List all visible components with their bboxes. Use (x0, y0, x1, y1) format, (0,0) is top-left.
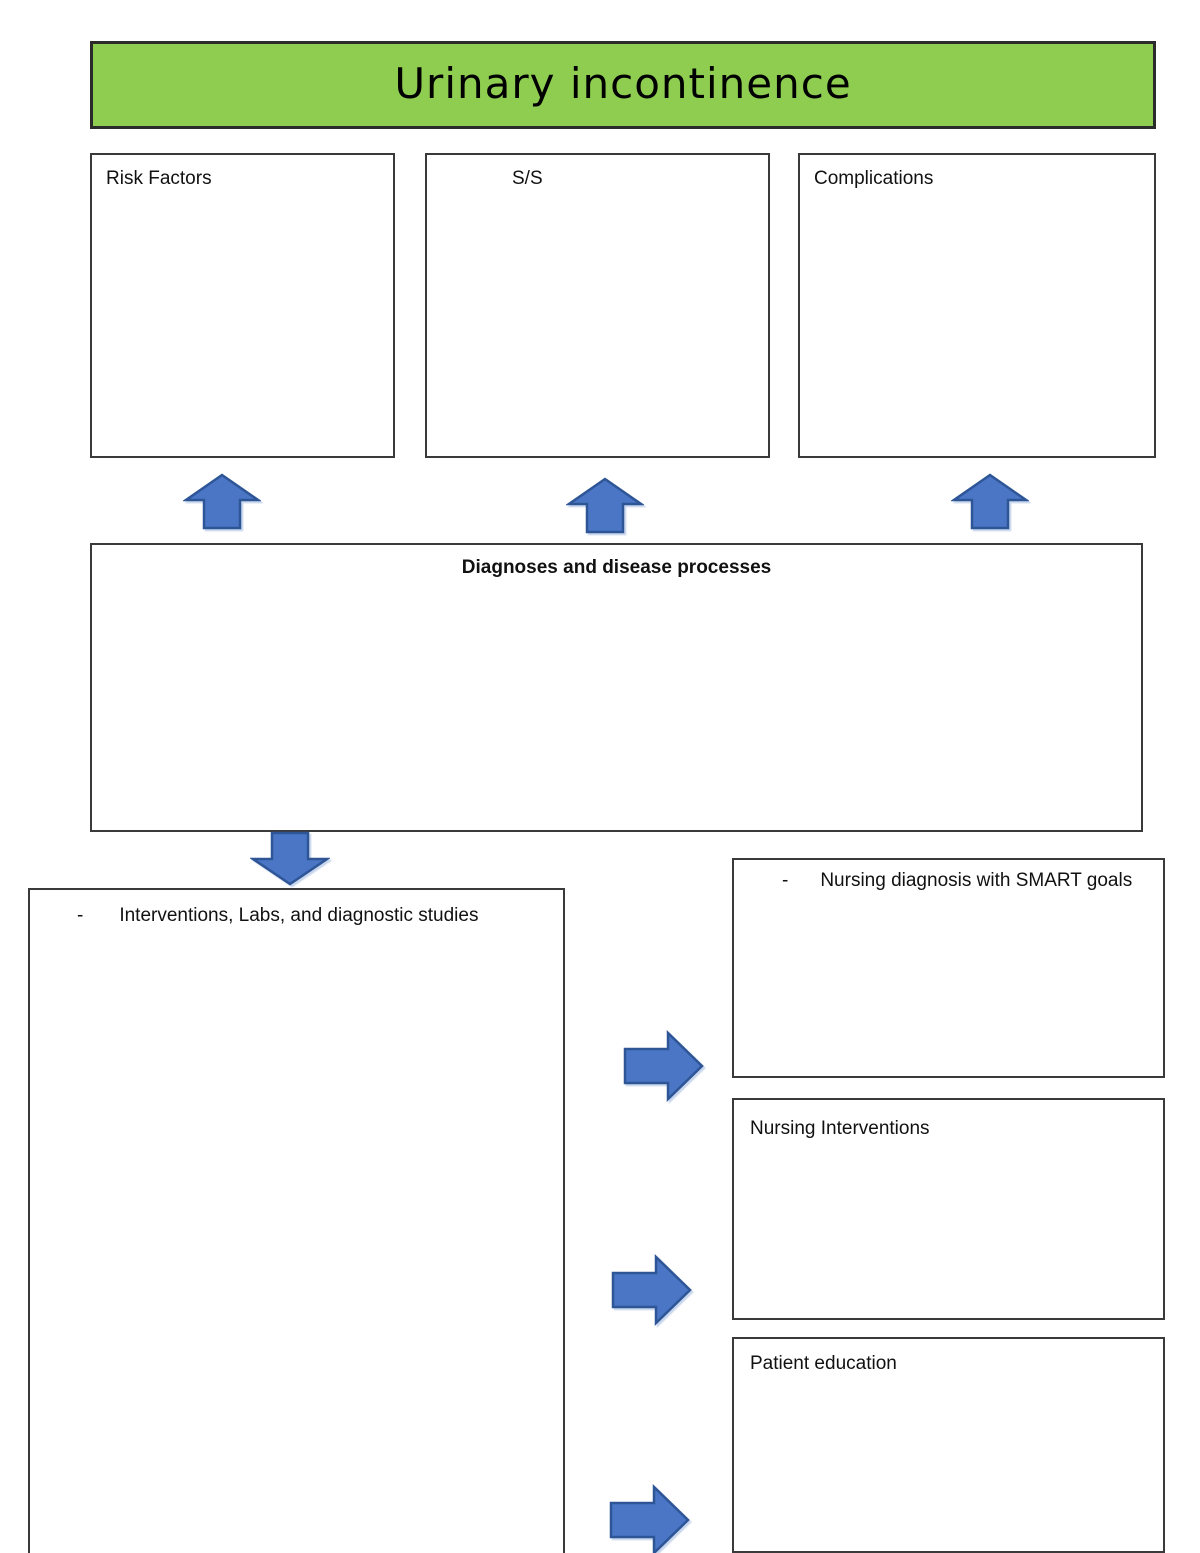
right-arrow-icon-nursing-diagnosis (623, 1030, 704, 1102)
up-arrow-icon-complications (951, 473, 1029, 530)
signs-symptoms-box: S/S (425, 153, 770, 458)
patient-education-label: Patient education (750, 1353, 897, 1374)
diagnoses-label: Diagnoses and disease processes (461, 557, 772, 578)
complications-box: Complications (798, 153, 1156, 458)
nursing-diagnosis-label: Nursing diagnosis with SMART goals (820, 870, 1133, 891)
up-arrow-icon-ss (566, 477, 644, 534)
nursing-interventions-box: Nursing Interventions (732, 1098, 1165, 1320)
nursing-interventions-label: Nursing Interventions (750, 1118, 930, 1139)
nursing-diagnosis-bullet: - (782, 870, 789, 891)
up-arrow-icon-risk (183, 473, 261, 530)
interventions-bullet: - (77, 905, 84, 926)
nursing-diagnosis-box: - Nursing diagnosis with SMART goals (732, 858, 1165, 1078)
right-arrow-icon-patient-education (609, 1484, 690, 1553)
interventions-box: - Interventions, Labs, and diagnostic st… (28, 888, 565, 1553)
page-title: Urinary incontinence (394, 58, 852, 108)
risk-factors-label: Risk Factors (106, 168, 212, 189)
patient-education-box: Patient education (732, 1337, 1165, 1553)
down-arrow-icon (250, 831, 330, 886)
signs-symptoms-label: S/S (512, 168, 543, 189)
right-arrow-icon-nursing-interventions (611, 1254, 692, 1326)
title-header-box: Urinary incontinence (90, 41, 1156, 129)
interventions-label: Interventions, Labs, and diagnostic stud… (119, 905, 479, 926)
diagnoses-box: Diagnoses and disease processes (90, 543, 1143, 832)
complications-label: Complications (814, 168, 934, 189)
risk-factors-box: Risk Factors (90, 153, 395, 458)
